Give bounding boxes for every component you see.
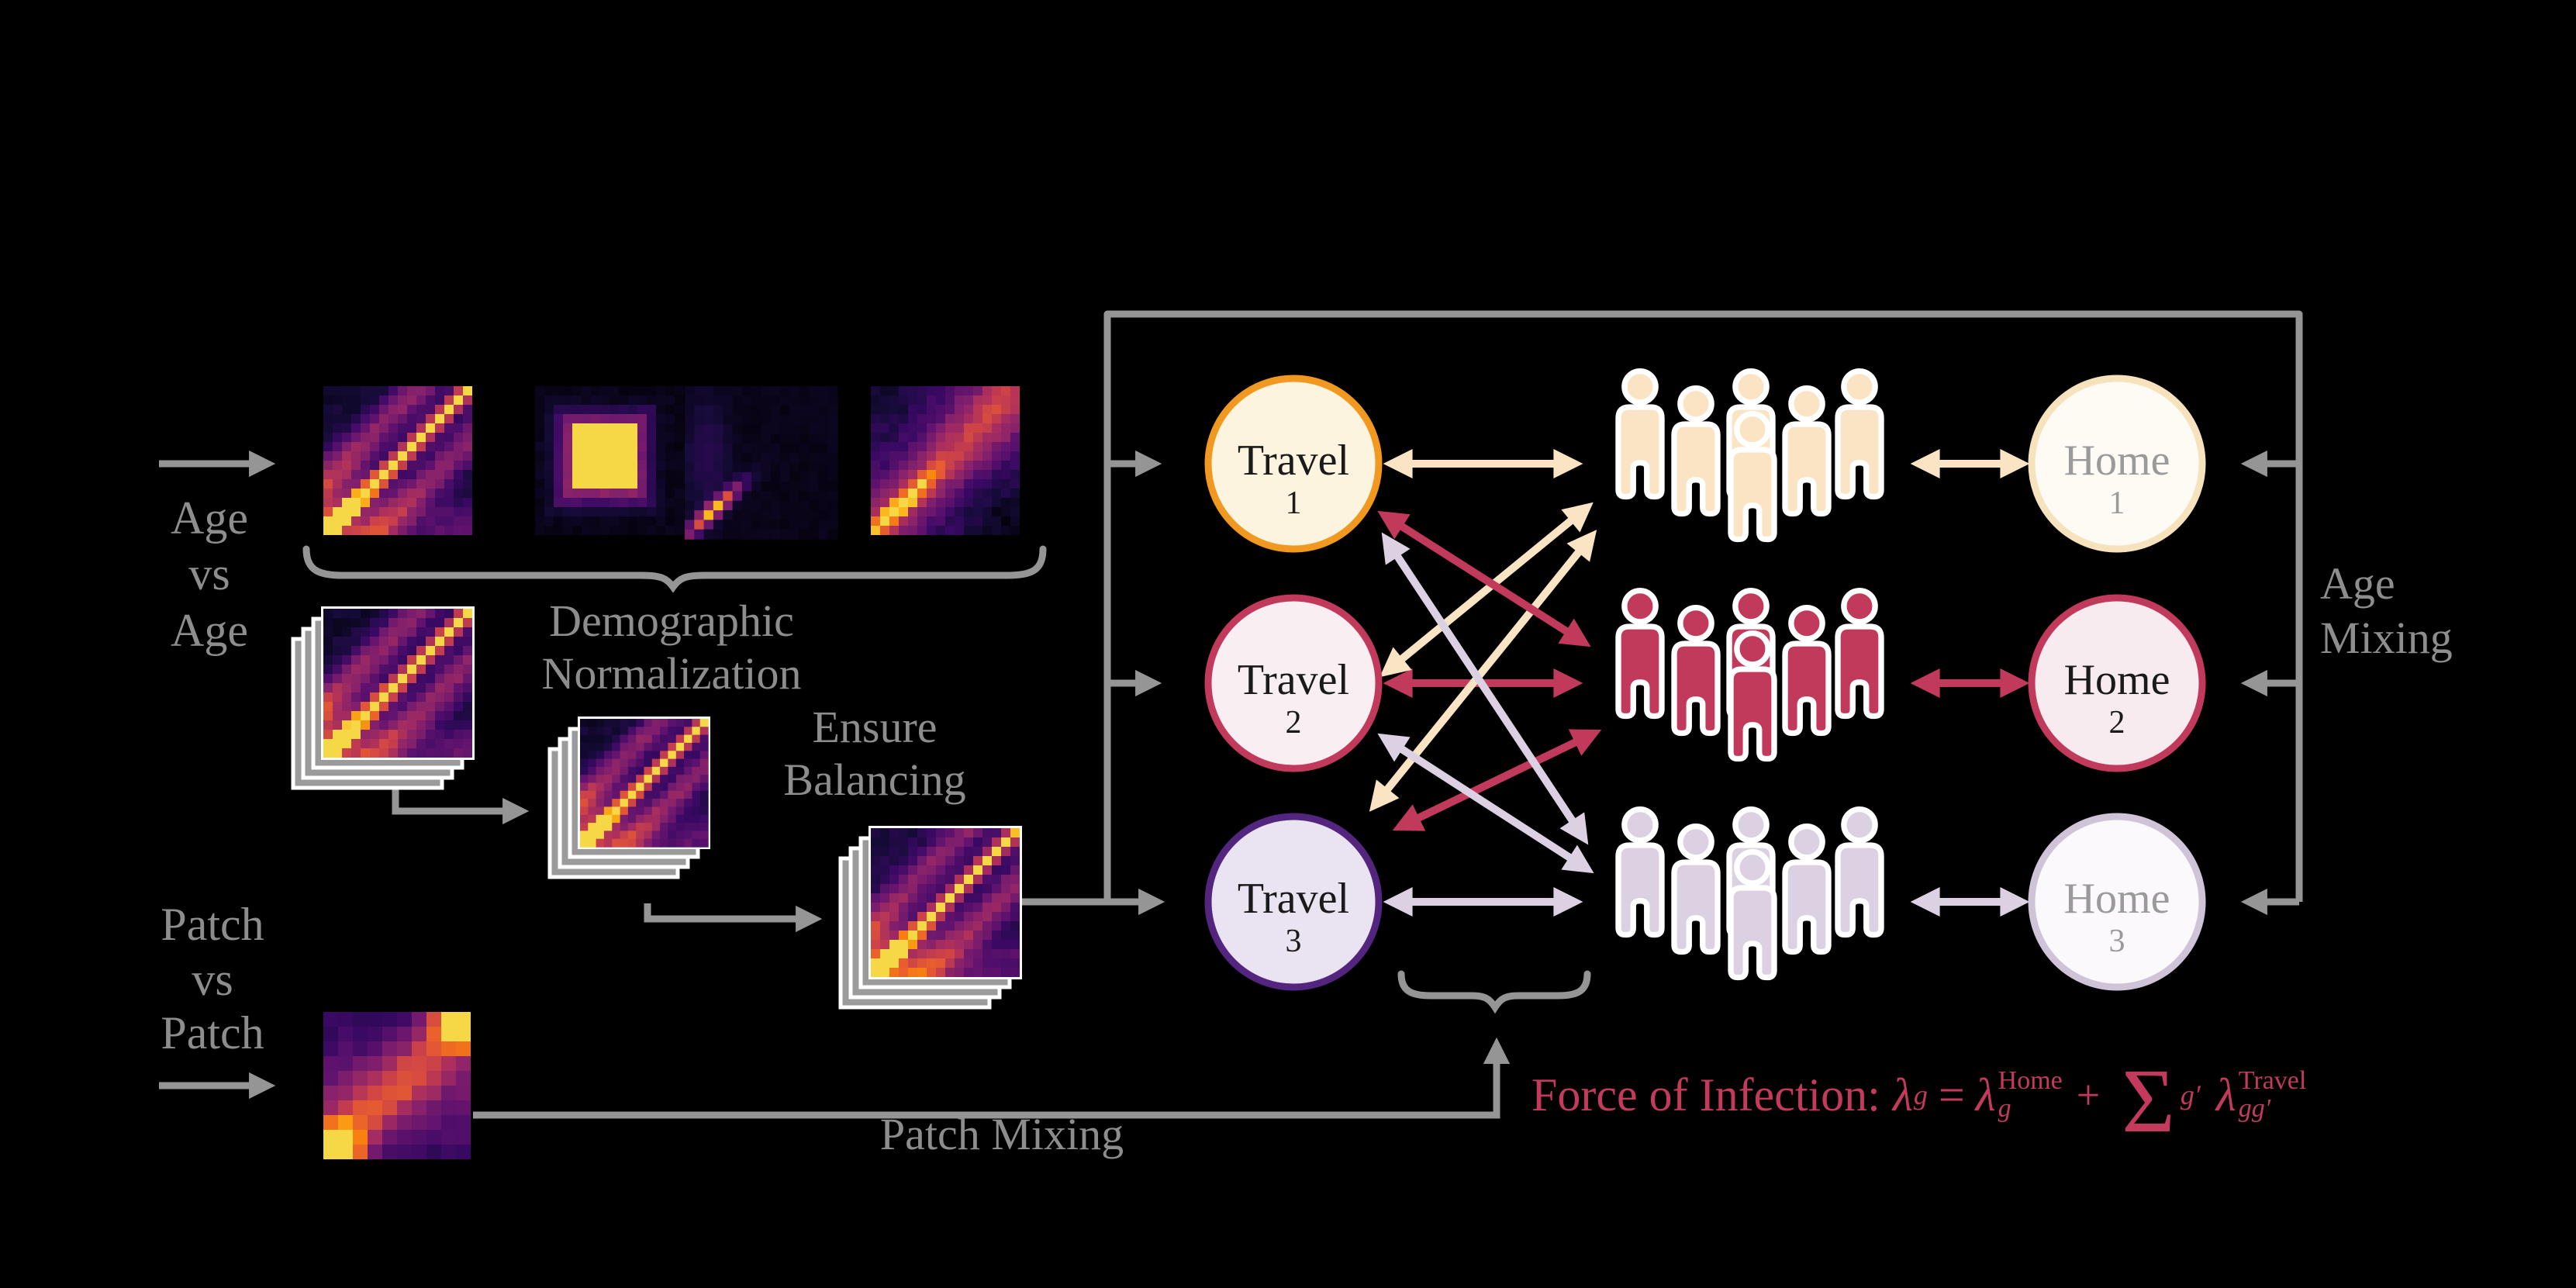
formula-lambda-2: λ (1975, 1069, 1996, 1121)
person-icon (1615, 368, 1665, 500)
mixing-arrows (1369, 449, 2030, 917)
population-patch-2-crowd (1615, 587, 1884, 762)
patch-vs-patch-label-line2: vs (192, 954, 233, 1005)
travel-node-2: Travel 2 (1204, 594, 1383, 772)
left-labels: Age vs Age Demographic Normalization Ens… (161, 492, 2452, 1159)
home-3-number: 3 (2109, 924, 2125, 959)
stack1-to-stack2-arrow-icon (392, 785, 530, 825)
travel-2-circle (1204, 594, 1383, 772)
travel-node-3: Travel 3 (1204, 813, 1383, 991)
age-vs-age-label-line2: vs (188, 548, 230, 599)
demographic-normalization-line1: Demographic (549, 596, 794, 646)
matrix-stack-normalized (547, 717, 710, 879)
formula-lambda-1: λ (1892, 1069, 1913, 1121)
travel-2-label: Travel (1238, 656, 1349, 704)
home-2-circle (2028, 594, 2206, 772)
travel-2-number: 2 (1286, 705, 1302, 741)
stack2-to-stack3-arrow-icon (644, 903, 823, 933)
home-2-label: Home (2064, 656, 2170, 704)
formula-prefix: Force of Infection: (1531, 1069, 1880, 1121)
age-vs-age-label-line3: Age (171, 605, 248, 656)
age-vs-age-label-line1: Age (171, 492, 248, 544)
age-mixing-bracket-icon (1103, 310, 2303, 902)
person-icon (1728, 630, 1777, 762)
travel-arrows-brace-icon (1397, 970, 1591, 1014)
person-icon (1782, 385, 1832, 517)
travel2-pop3-arrow-icon (1377, 733, 1594, 874)
matrix-stack-raw (291, 606, 475, 790)
patch-mixing-arrow-icon (473, 1037, 1511, 1119)
person-icon (1615, 587, 1665, 720)
travel-3-number: 3 (1286, 924, 1302, 959)
home-2-number: 2 (2109, 705, 2125, 741)
home-node-3: Home 3 (2028, 813, 2206, 991)
matrix-stack-balanced (838, 826, 1022, 1010)
patch-mixing-matrix (323, 1012, 471, 1159)
person-icon (1835, 368, 1884, 500)
home-3-circle (2028, 813, 2206, 991)
person-icon (1782, 823, 1832, 955)
home-3-label: Home (2064, 875, 2170, 923)
age-mixing-label-line2: Mixing (2320, 613, 2453, 663)
formula-sub-ggprime: gg′ (2238, 1094, 2271, 1123)
person-icon (1728, 848, 1777, 981)
person-icon (1615, 806, 1665, 938)
home-node-1: Home 1 (2028, 375, 2206, 553)
home-1-number: 1 (2109, 485, 2125, 521)
age-contact-matrix-other (871, 386, 1020, 535)
home-1-circle (2028, 375, 2206, 553)
home-1-label: Home (2064, 437, 2170, 485)
formula-lambda-3: λ (2215, 1069, 2236, 1121)
population-patch-3-crowd (1615, 806, 1884, 981)
age-mixing-label-line1: Age (2320, 558, 2395, 609)
patch-vs-patch-label-line3: Patch (161, 1007, 264, 1058)
travel-1-circle (1204, 375, 1383, 553)
age-contact-matrix-school (535, 386, 684, 535)
age-matrices-brace-icon (302, 545, 1047, 593)
person-icon (1671, 385, 1721, 517)
travel-3-circle (1204, 813, 1383, 991)
formula-sub-g2: g (1998, 1094, 2011, 1123)
travel-1-number: 1 (1286, 485, 1302, 521)
age-contact-matrix-work (685, 386, 838, 540)
home-nodes: Home 1 Home 2 Home 3 (2028, 375, 2206, 991)
travel-node-1: Travel 1 (1204, 375, 1383, 553)
formula-sup-travel: Travel (2238, 1066, 2307, 1096)
person-icon (1782, 604, 1832, 737)
population-patch-1-crowd (1615, 368, 1884, 543)
person-icon (1835, 806, 1884, 938)
age-contact-matrix-all (323, 386, 472, 535)
ensure-balancing-line1: Ensure (812, 702, 937, 752)
ensure-balancing-line2: Balancing (783, 754, 965, 805)
travel-3-label: Travel (1238, 875, 1349, 923)
travel-1-label: Travel (1238, 437, 1349, 485)
formula-sup-home: Home (1998, 1066, 2063, 1096)
person-icon (1671, 823, 1721, 955)
heatmap-layer (291, 386, 1022, 1159)
person-icon (1671, 604, 1721, 737)
formula-sub-g: g (1913, 1079, 1928, 1110)
formula-plus: + (2076, 1072, 2101, 1118)
person-icon (1835, 587, 1884, 720)
home-node-2: Home 2 (2028, 594, 2206, 772)
person-icon (1728, 410, 1777, 543)
demographic-normalization-line2: Normalization (541, 648, 801, 699)
travel-nodes: Travel 1 Travel 2 Travel 3 (1204, 375, 1383, 991)
patch-mixing-label: Patch Mixing (880, 1109, 1124, 1159)
formula-equals: = (1938, 1069, 1965, 1121)
formula-sub-gprime: g′ (2180, 1079, 2201, 1110)
population-crowds (1615, 368, 1884, 981)
patch-vs-patch-label-line1: Patch (161, 899, 264, 950)
pipeline-connectors (159, 310, 2303, 1119)
